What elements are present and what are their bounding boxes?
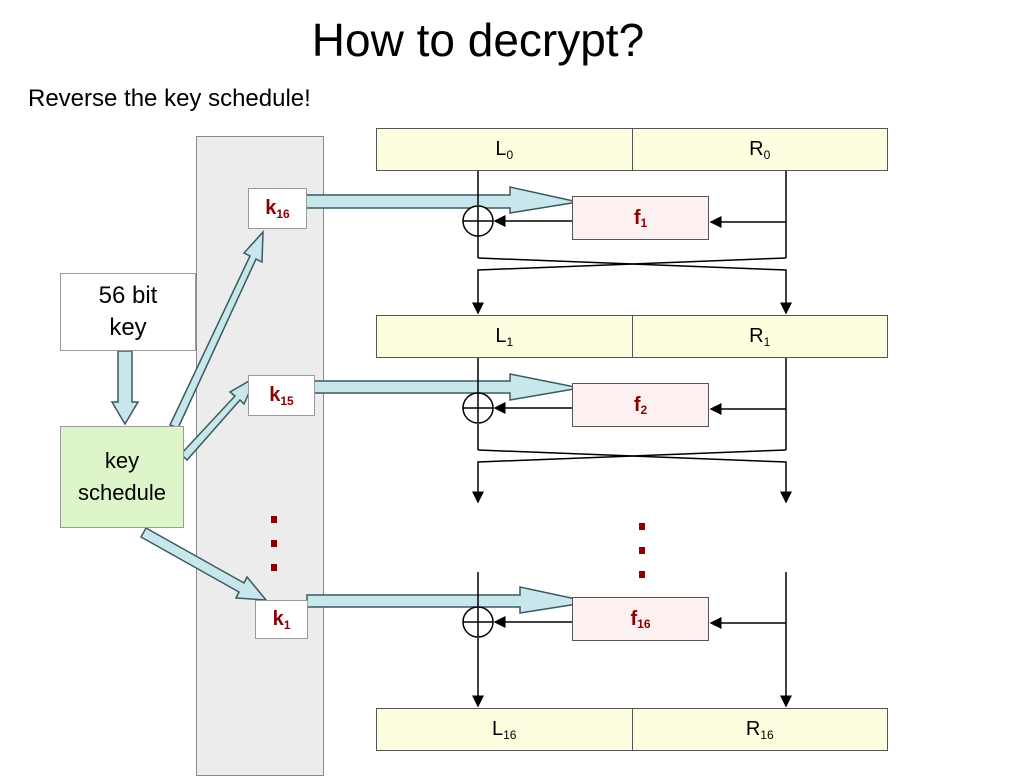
page-title: How to decrypt?	[311, 14, 645, 66]
xor-16-icon	[462, 606, 494, 638]
schedule-to-k1-arrow	[139, 526, 268, 601]
xor-symbols	[462, 205, 494, 638]
key-to-schedule-arrow	[110, 350, 140, 426]
xor-1-icon	[462, 205, 494, 237]
key-schedule-label: key schedule	[77, 448, 167, 505]
k15-to-f2-arrow	[287, 373, 581, 401]
key-box-label: 56 bit key	[98, 282, 158, 341]
left-ellipsis	[268, 516, 280, 588]
subtitle: Reverse the key schedule!	[28, 85, 311, 112]
schedule-to-k16-arrow	[168, 229, 264, 429]
k16-to-f1-arrow	[297, 186, 579, 214]
right-ellipsis	[636, 523, 648, 595]
xor-2-icon	[462, 392, 494, 424]
key-schedule-box: key schedule	[60, 426, 184, 528]
schedule-arrows	[110, 186, 591, 614]
k1-to-f16-arrow	[306, 586, 591, 614]
key-box: 56 bit key	[60, 273, 196, 351]
feistel-lines	[472, 170, 792, 708]
